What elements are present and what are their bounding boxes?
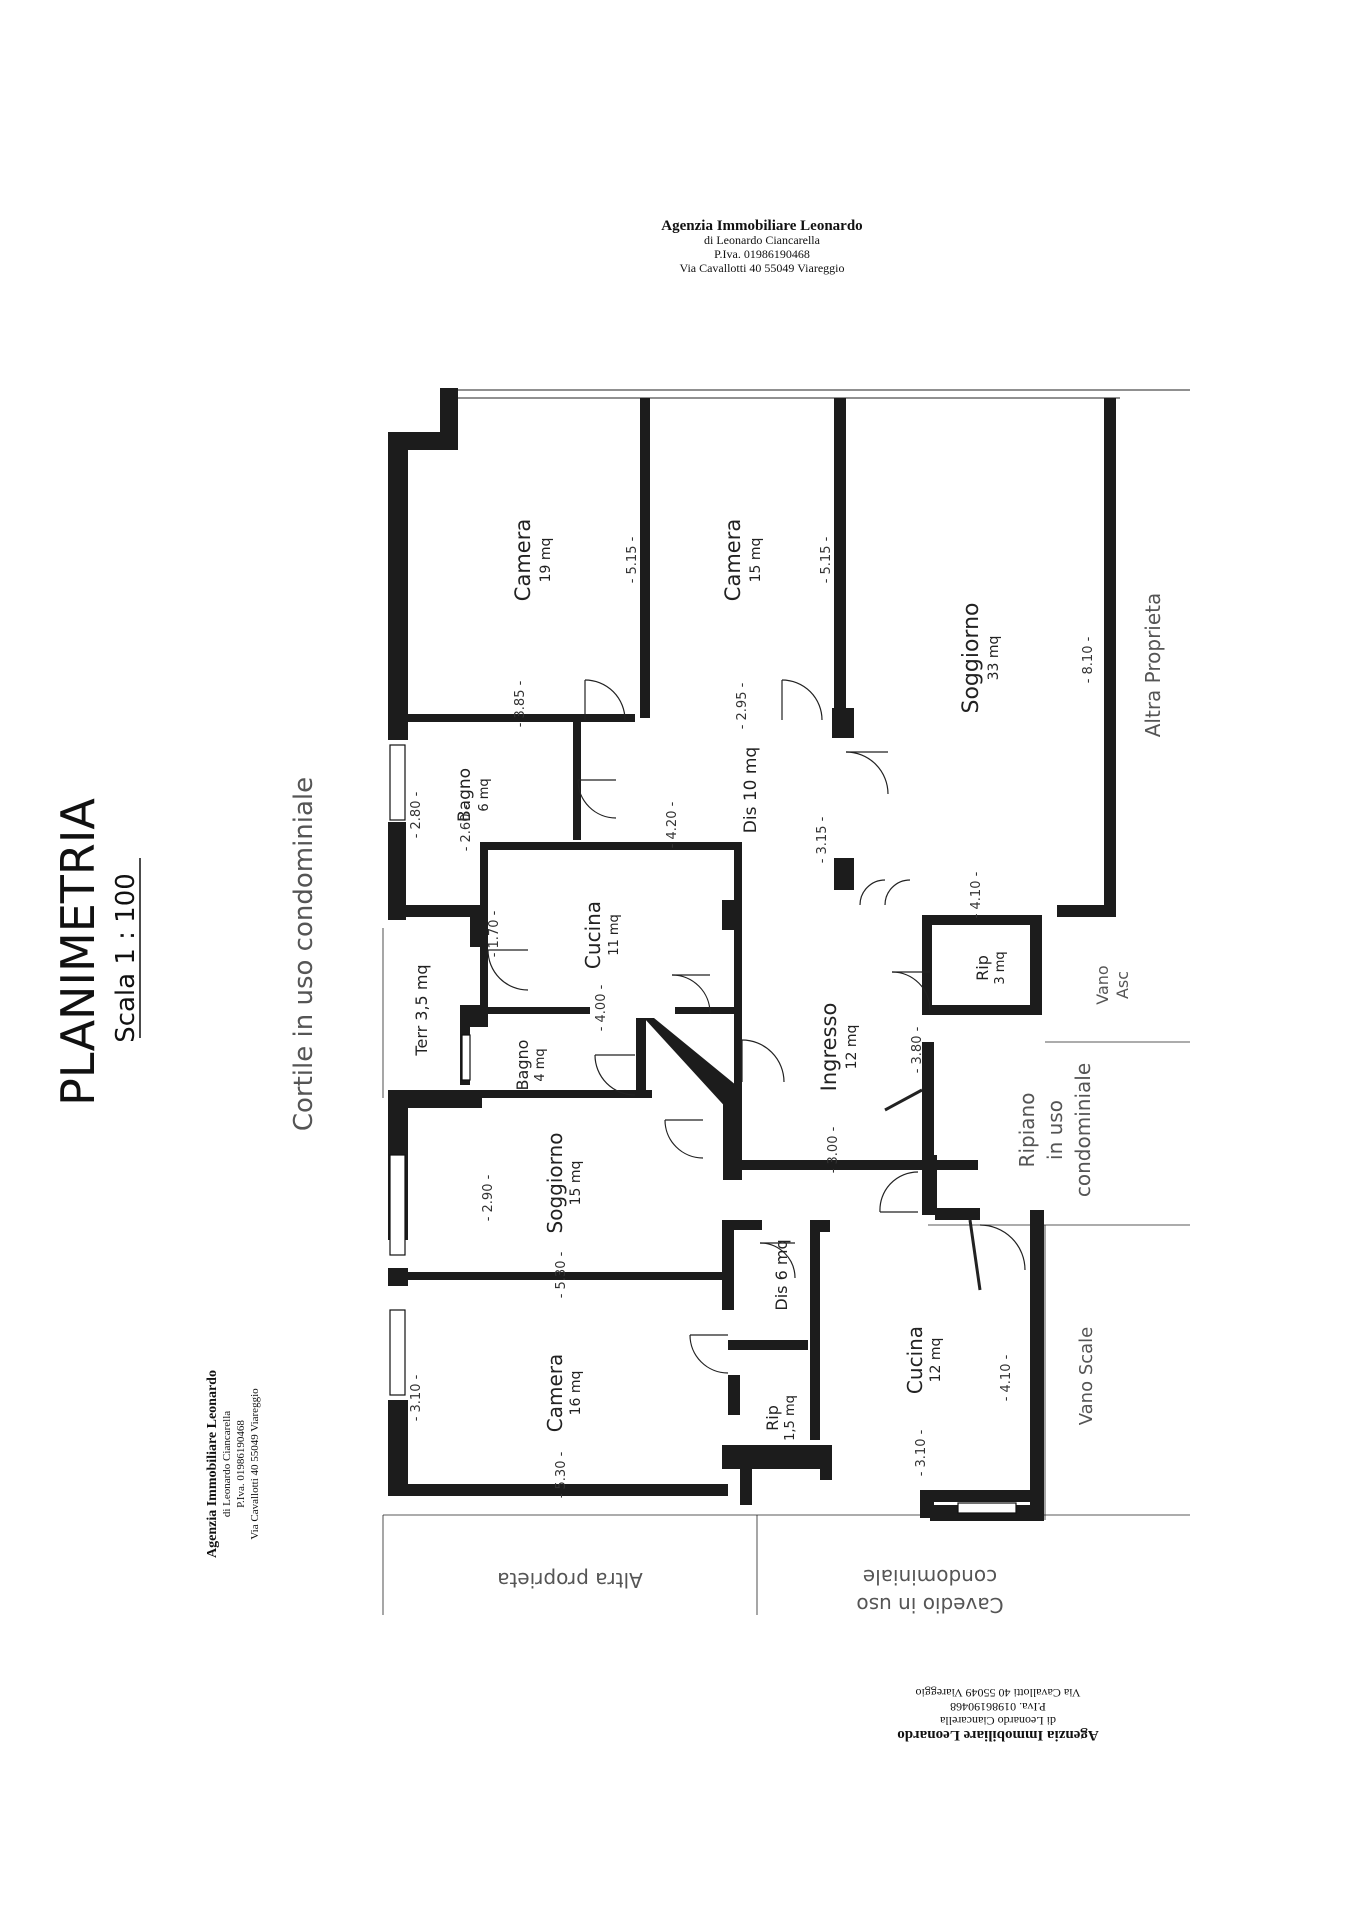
room-name: Ingresso: [817, 1003, 841, 1092]
room-name: Cucina: [903, 1326, 927, 1394]
stamp-left-line4: Via Cavallotti 40 55049 Viareggio: [249, 1388, 261, 1540]
room-name: Terr 3,5 mq: [412, 964, 431, 1056]
vano-scale: Vano Scale: [1076, 1327, 1097, 1426]
room-name: Dis 10 mq: [741, 747, 761, 833]
room-area: 3 mq: [993, 951, 1008, 984]
cortile-label: Cortile in uso condominiale: [289, 777, 319, 1131]
altra-proprieta-bottom: Altra proprieta: [497, 1568, 643, 1592]
room-area: 33 mq: [986, 636, 1002, 681]
agency-stamp-bottom: Agenzia Immobiliare Leonardo di Leonardo…: [897, 1686, 1098, 1743]
dimension: - 1.70 -: [487, 910, 502, 957]
dimension: - 5.15 -: [819, 536, 834, 583]
room-area: 6 mq: [477, 778, 492, 811]
room-ingresso: Ingresso 12 mq: [817, 1003, 860, 1092]
stamp-top-line4: Via Cavallotti 40 55049 Viareggio: [680, 261, 845, 275]
dimension: - 4.20 -: [665, 801, 680, 848]
room-area: 19 mq: [538, 538, 554, 583]
room-area: 1,5 mq: [783, 1395, 798, 1441]
dimension: - 2.80 -: [409, 791, 424, 838]
room-labels: Camera 19 mq Camera 15 mq Soggiorno 33 m…: [412, 519, 1008, 1441]
cavedio-line2: condominiale: [863, 1565, 997, 1589]
dimension: - 3.80 -: [910, 1026, 925, 1073]
ripiano-line3: condominiale: [1071, 1063, 1095, 1197]
ripiano-line2: in uso: [1043, 1100, 1067, 1160]
dimension: - 2.90 -: [481, 1174, 496, 1221]
room-name: Soggiorno: [543, 1133, 567, 1234]
room-rip-1-5: Rip 1,5 mq: [763, 1395, 798, 1441]
room-name: Dis 6 mq: [772, 1239, 791, 1310]
zone-labels: Altra Proprieta Altra proprieta Cavedio …: [497, 593, 1165, 1617]
dimension: - 5.30 -: [554, 1451, 569, 1498]
room-rip-3: Rip 3 mq: [973, 951, 1008, 984]
room-camera-19: Camera 19 mq: [511, 519, 554, 601]
stamp-top-line1: Agenzia Immobiliare Leonardo: [661, 218, 862, 234]
room-dis-10: Dis 10 mq: [741, 747, 761, 833]
doors: [487, 679, 1026, 1374]
room-soggiorno-15: Soggiorno 15 mq: [543, 1133, 584, 1234]
dimension: - 3.15 -: [815, 816, 830, 863]
stamp-top-line2: di Leonardo Ciancarella: [704, 233, 821, 247]
agency-stamp-top: Agenzia Immobiliare Leonardo di Leonardo…: [661, 218, 862, 275]
dimension: - 4.00 -: [594, 984, 609, 1031]
room-name: Camera: [721, 519, 745, 601]
room-name: Camera: [543, 1354, 567, 1433]
room-cucina-12: Cucina 12 mq: [903, 1326, 944, 1394]
room-area: 12 mq: [928, 1338, 944, 1383]
room-name: Bagno: [513, 1040, 532, 1091]
vano-asc-line2: Asc: [1113, 971, 1132, 999]
stamp-bottom-line2: di Leonardo Ciancarella: [939, 1714, 1056, 1728]
stamp-top-line3: P.Iva. 01986190468: [714, 247, 810, 261]
vano-asc-line1: Vano: [1093, 965, 1112, 1004]
room-soggiorno-33: Soggiorno 33 mq: [959, 603, 1002, 714]
windows: [389, 744, 1017, 1514]
room-camera-16: Camera 16 mq: [543, 1354, 584, 1433]
room-name: Rip: [763, 1405, 782, 1431]
dimension-labels: - 5.15 - - 5.15 - - 8.10 - - 3.85 - - 2.…: [409, 536, 1096, 1498]
room-dis-6: Dis 6 mq: [772, 1239, 791, 1310]
room-area: 15 mq: [748, 538, 764, 583]
dimension: - 5.30 -: [554, 1251, 569, 1298]
room-area: 4 mq: [533, 1048, 548, 1081]
stamp-left-line3: P.Iva. 01986190468: [235, 1420, 247, 1508]
stamp-left-line1: Agenzia Immobiliare Leonardo: [205, 1370, 220, 1558]
room-name: Soggiorno: [959, 603, 984, 714]
room-area: 11 mq: [607, 914, 622, 956]
room-name: Camera: [511, 519, 535, 601]
walls: [388, 388, 1116, 1521]
room-name: Bagno: [455, 768, 475, 822]
room-name: Cucina: [581, 901, 605, 969]
title-block: PLANIMETRIA Scala 1 : 100 Cortile in uso…: [51, 777, 319, 1131]
ripiano-line1: Ripiano: [1015, 1093, 1039, 1168]
dimension: - 2.95 -: [735, 682, 750, 729]
room-camera-15: Camera 15 mq: [721, 519, 764, 601]
plan-title: PLANIMETRIA: [51, 798, 105, 1106]
dimension: - 8.10 -: [1081, 636, 1096, 683]
room-terr: Terr 3,5 mq: [412, 964, 431, 1056]
room-area: 16 mq: [568, 1371, 584, 1416]
stamp-bottom-line1: Agenzia Immobiliare Leonardo: [897, 1727, 1098, 1743]
room-bagno-4: Bagno 4 mq: [513, 1040, 548, 1091]
room-area: 15 mq: [568, 1161, 584, 1206]
property-lines: [382, 389, 1190, 1615]
dimension: - 3.10 -: [409, 1374, 424, 1421]
dimension: - 3.85 -: [513, 680, 528, 727]
dimension: - 4.10 -: [999, 1354, 1014, 1401]
dimension: - 3.10 -: [914, 1429, 929, 1476]
agency-stamp-left: Agenzia Immobiliare Leonardo di Leonardo…: [205, 1370, 261, 1558]
cavedio-line1: Cavedio in uso: [856, 1593, 1003, 1617]
dimension: - 4.10 -: [969, 871, 984, 918]
plan-scale: Scala 1 : 100: [111, 873, 141, 1043]
room-cucina-11: Cucina 11 mq: [581, 901, 622, 969]
stamp-bottom-line3: P.Iva. 01986190468: [950, 1700, 1046, 1714]
stamp-left-line2: di Leonardo Ciancarella: [221, 1411, 233, 1517]
room-area: 12 mq: [844, 1025, 860, 1070]
altra-proprieta-right: Altra Proprieta: [1141, 593, 1165, 738]
dimension: - 3.00 -: [826, 1126, 841, 1173]
stamp-bottom-line4: Via Cavallotti 40 55049 Viareggio: [916, 1686, 1081, 1700]
room-name: Rip: [973, 955, 992, 981]
room-bagno-6: Bagno 6 mq: [455, 768, 492, 822]
dimension: - 2.60 -: [459, 804, 474, 851]
dimension: - 5.15 -: [625, 536, 640, 583]
